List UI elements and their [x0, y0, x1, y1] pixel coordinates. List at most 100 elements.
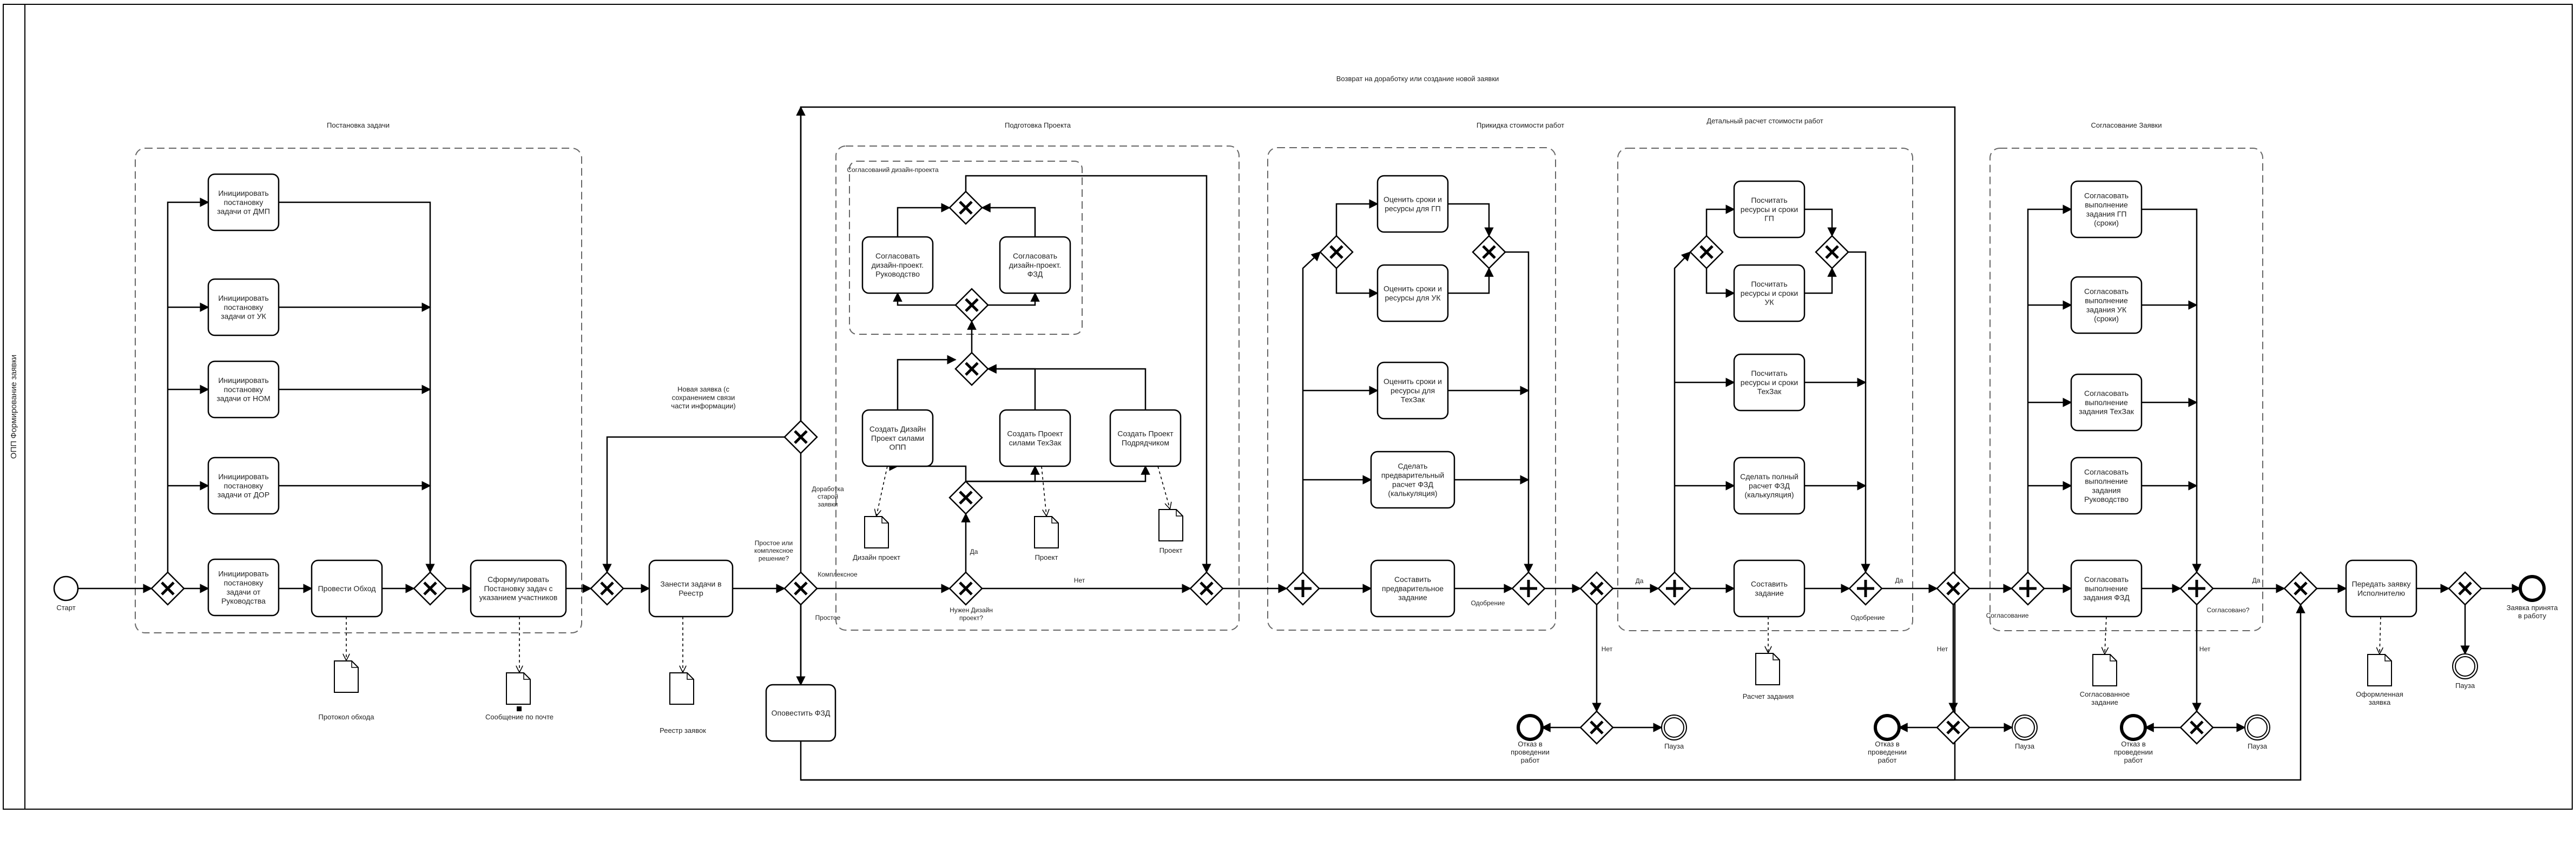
sequence-flow: [801, 604, 2305, 781]
exclusive-gateway-8: [954, 352, 989, 386]
sequence-flow: [2027, 204, 2072, 572]
parallel-gateway-21: [1848, 571, 1883, 606]
sequence-flow: [981, 203, 1036, 237]
group-label-big: Возврат на доработку или создание новой …: [1336, 75, 1499, 83]
flow-label: Комплексное: [818, 571, 858, 578]
exclusive-gateway-5: [783, 420, 818, 454]
document-label: Проект: [1035, 553, 1058, 561]
sequence-flow: [1848, 251, 1870, 573]
document-protocol: Протокол обхода: [319, 660, 374, 721]
message-marker: [517, 706, 522, 711]
association: [1157, 466, 1170, 508]
document-reestr: Реестр заявок: [660, 672, 706, 735]
sequence-flow: [897, 355, 957, 410]
group-postanovka: [135, 148, 582, 633]
group-prikidka: [1267, 147, 1556, 631]
flow-label: Да: [1636, 577, 1644, 585]
document-label: Проект: [1159, 546, 1183, 554]
parallel-gateway-15: [1511, 571, 1546, 606]
sequence-flow: [1804, 267, 1837, 294]
group-soglasovanie: [1989, 148, 2263, 631]
group-detail: [1617, 148, 1913, 631]
sequence-flow: [893, 292, 956, 306]
task-obhod[interactable]: Провести Обход: [311, 559, 383, 618]
group-label-g3: Прикидка стоимости работ: [1477, 121, 1564, 129]
document-project-1: Проект: [1034, 516, 1059, 561]
sequence-flows: [78, 106, 2521, 781]
sequence-flow: [1505, 251, 1533, 573]
exclusive-gateway-23: [1936, 710, 1971, 745]
start-event-label: Старт: [56, 604, 75, 612]
sequence-flow: [1302, 251, 1321, 572]
sequence-flow: [1335, 268, 1379, 298]
sequence-flow: [167, 197, 209, 572]
pause-event-4-label: Пауза: [2455, 682, 2475, 690]
flow-label: Да: [1895, 577, 1903, 584]
exclusive-gateway-9: [948, 480, 983, 515]
parallel-gateway-24: [2011, 571, 2045, 606]
sequence-flow: [987, 364, 1036, 410]
sequence-flow: [1705, 204, 1735, 236]
flow-label: Да: [970, 548, 978, 555]
exclusive-gateway-10: [948, 571, 983, 606]
association: [1041, 466, 1046, 515]
pool: ОПП Формирование заявки: [3, 4, 2573, 810]
group-label-g5: Согласование Заявки: [2091, 121, 2162, 129]
sequence-flow: [897, 461, 967, 481]
task-opov[interactable]: Оповестить ФЗД: [765, 684, 836, 742]
end-event-refuse-1: [1517, 714, 1544, 741]
sequence-flow: [1705, 268, 1735, 298]
flow-label: Нет: [1074, 577, 1085, 584]
